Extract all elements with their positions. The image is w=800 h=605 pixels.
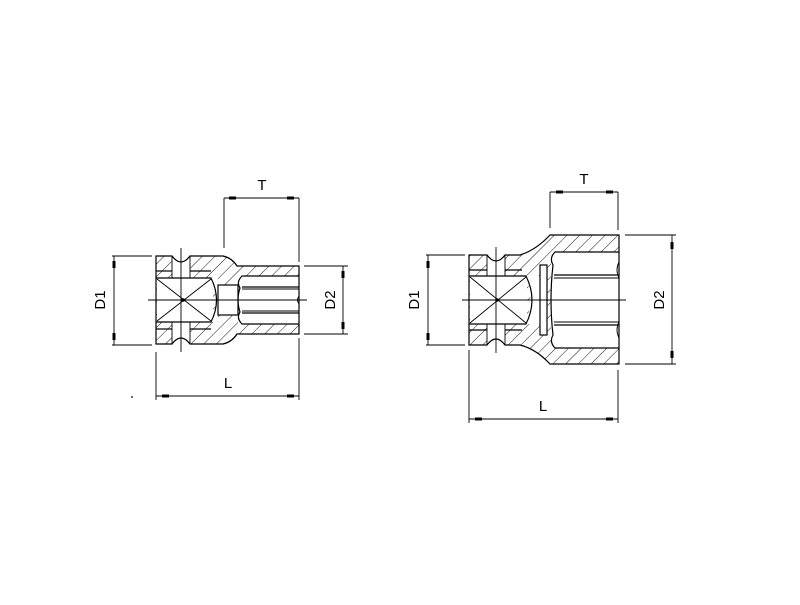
right-socket-section-hatch	[469, 235, 619, 364]
left-socket-drawing	[148, 248, 307, 352]
left-dimension-T: T	[223, 177, 300, 262]
left-socket-outline	[155, 255, 300, 345]
right-label-D1: D1	[406, 290, 423, 309]
left-label-L: L	[224, 375, 232, 392]
left-label-D1: D1	[92, 290, 109, 309]
right-socket-outline	[468, 234, 620, 365]
left-label-T: T	[257, 177, 266, 194]
right-dimension-T: T	[549, 171, 619, 230]
left-dimension-D1: D1	[92, 255, 152, 346]
right-dimension-L: L	[468, 350, 619, 423]
stray-dot	[131, 396, 133, 398]
right-dimension-D1: D1	[406, 254, 465, 346]
right-label-L: L	[539, 398, 547, 415]
right-label-T: T	[579, 171, 588, 188]
left-dimension-D2: D2	[304, 265, 348, 335]
right-socket-drawing	[462, 234, 626, 365]
right-dimension-D2: D2	[625, 234, 676, 365]
left-dimension-L: L	[155, 338, 300, 400]
left-label-D2: D2	[322, 290, 339, 309]
right-label-D2: D2	[651, 290, 668, 309]
